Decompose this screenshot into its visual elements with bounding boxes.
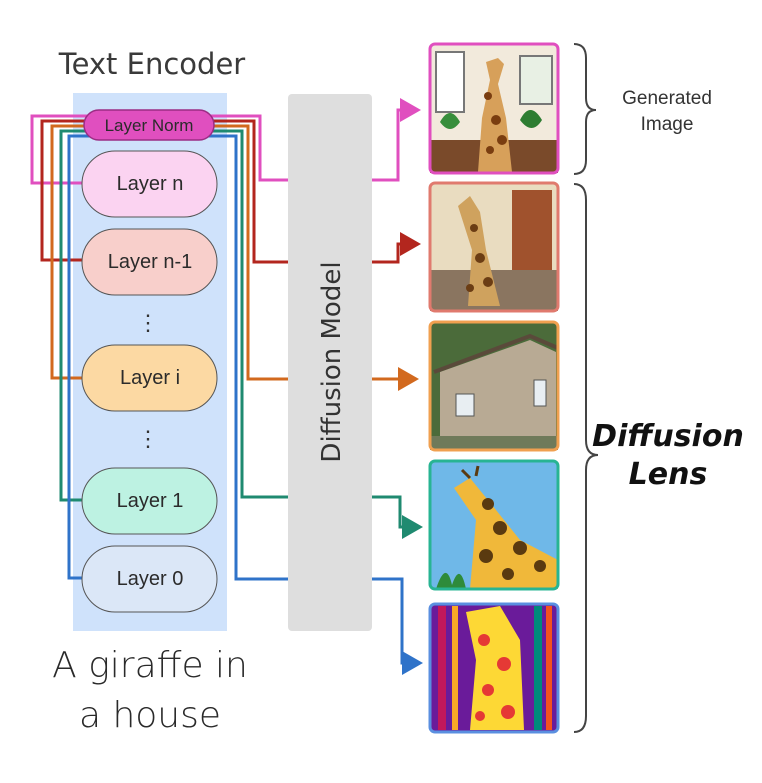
ellipsis-lower: ⋮ — [137, 426, 159, 451]
arrow-layer-1 — [372, 495, 423, 539]
layer-i-box — [81, 344, 218, 412]
layer-norm-box — [83, 109, 215, 141]
prompt-line-2: a house — [79, 695, 221, 736]
diffusion-lens-brace — [573, 183, 599, 733]
layer-n-label: Layer n — [117, 173, 184, 195]
generated-image-layer-0 — [428, 602, 560, 734]
layer-0-box — [81, 545, 218, 613]
generated-image-layer-n-1 — [428, 181, 560, 313]
diffusion-model-label: Diffusion Model — [317, 261, 347, 462]
layer-n-1-label: Layer n-1 — [108, 251, 193, 273]
diffusion-lens-label-line-1: Diffusion — [592, 419, 744, 454]
prompt-line-1: A giraffe in — [52, 645, 248, 686]
arrow-layer-n-1 — [372, 232, 421, 264]
generated-image-layer-n — [428, 42, 560, 175]
layer-0-label: Layer 0 — [117, 568, 184, 590]
layer-n-1-box — [81, 228, 218, 296]
diffusion-model-panel — [288, 94, 372, 631]
layer-1-label: Layer 1 — [117, 490, 184, 512]
layer-norm-label: Layer Norm — [105, 116, 194, 135]
layer-i-label: Layer i — [120, 367, 180, 389]
generated-image-brace — [573, 43, 597, 175]
generated-image-layer-i — [428, 320, 560, 452]
arrow-layer-0 — [372, 577, 423, 675]
text-encoder-title: Text Encoder — [58, 47, 246, 81]
generated-image-label-line-1: Generated — [622, 88, 712, 109]
generated-image-layer-1 — [428, 459, 560, 591]
generated-image-label-line-2: Image — [641, 114, 694, 135]
layer-n-box — [81, 150, 218, 218]
arrow-layer-n — [372, 98, 421, 182]
ellipsis-upper: ⋮ — [137, 310, 159, 335]
layer-1-box — [81, 467, 218, 535]
diffusion-lens-label-line-2: Lens — [629, 457, 708, 492]
